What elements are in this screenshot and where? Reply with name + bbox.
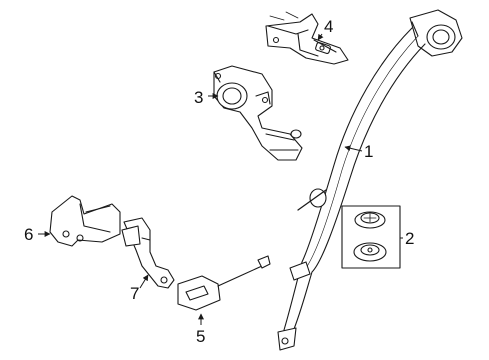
seat-belt-webbing bbox=[277, 9, 463, 351]
leader-lines bbox=[38, 33, 403, 325]
buckle-strap bbox=[121, 217, 175, 289]
rear-retractor-assembly bbox=[213, 65, 303, 161]
retractor-bracket bbox=[265, 11, 349, 65]
callout-6: 6 bbox=[24, 225, 33, 244]
callout-2: 2 bbox=[405, 229, 414, 248]
plug-kit-inset bbox=[341, 205, 401, 269]
leader-1 bbox=[344, 145, 363, 152]
callout-7: 7 bbox=[130, 284, 139, 303]
callout-labels: 1 2 3 4 5 6 7 bbox=[24, 17, 414, 346]
callout-3: 3 bbox=[194, 88, 203, 107]
seat-belt-buckle bbox=[177, 255, 271, 311]
center-belt-retractor bbox=[49, 195, 121, 247]
leader-7 bbox=[139, 274, 149, 289]
callout-5: 5 bbox=[196, 327, 205, 346]
callout-4: 4 bbox=[324, 17, 333, 36]
callout-1: 1 bbox=[364, 142, 373, 161]
leader-4 bbox=[317, 33, 324, 41]
